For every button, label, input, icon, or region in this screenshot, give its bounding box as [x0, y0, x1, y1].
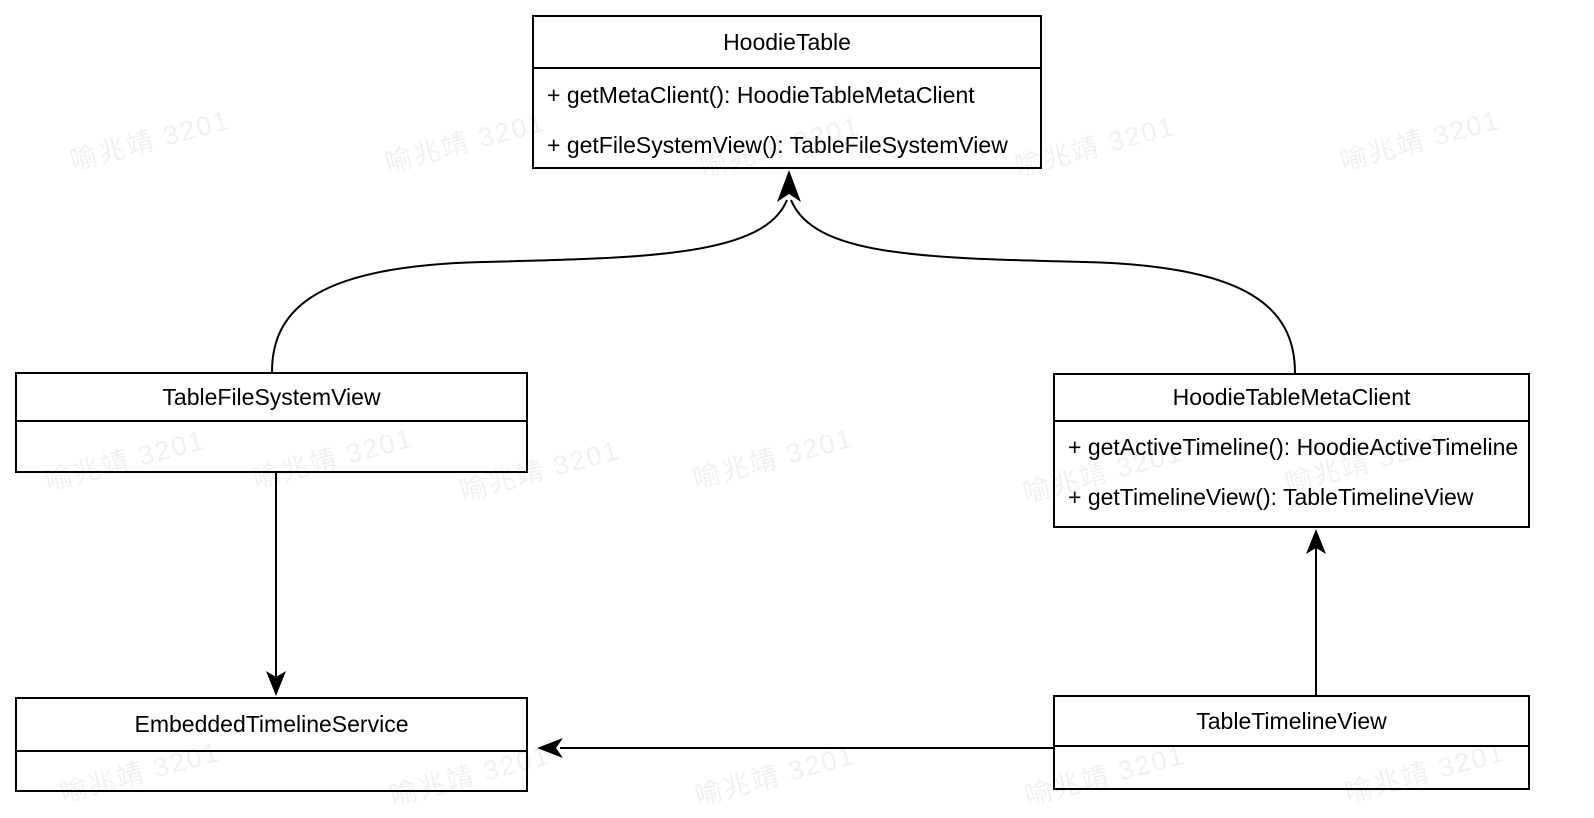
arrowhead-left-embeddedtimelineservice [537, 738, 563, 758]
connector-tabletimelineview-to-hoodietablemetaclient [1306, 529, 1326, 695]
class-box-tablefilesystemview: TableFileSystemView [15, 372, 528, 473]
connector-tablefilesystemview-to-hoodietable [271, 199, 788, 373]
class-box-hoodietablemetaclient: HoodieTableMetaClient + getActiveTimelin… [1053, 373, 1530, 528]
class-title-hoodietablemetaclient: HoodieTableMetaClient [1055, 375, 1528, 422]
class-title-label: TableFileSystemView [162, 383, 381, 410]
class-title-tablefilesystemview: TableFileSystemView [17, 374, 526, 422]
class-title-tabletimelineview: TableTimelineView [1055, 697, 1528, 747]
connector-tablefilesystemview-to-embeddedtimelineservice [266, 473, 286, 696]
arrowhead-up-hoodietablemetaclient [1306, 529, 1326, 554]
arrowhead-up-hoodietable [777, 170, 801, 202]
class-title-hoodietable: HoodieTable [534, 17, 1040, 69]
method-getmetaclient: + getMetaClient(): HoodieTableMetaClient [547, 81, 975, 108]
class-body-hoodietablemetaclient: + getActiveTimeline(): HoodieActiveTimel… [1055, 422, 1528, 522]
connector-hoodietablemetaclient-to-hoodietable [790, 199, 1296, 374]
class-box-tabletimelineview: TableTimelineView [1053, 695, 1530, 790]
method-getactivetimeline: + getActiveTimeline(): HoodieActiveTimel… [1068, 433, 1519, 460]
class-title-label: EmbeddedTimelineService [134, 711, 409, 737]
class-body-hoodietable: + getMetaClient(): HoodieTableMetaClient… [534, 70, 1040, 170]
connector-tabletimelineview-to-embeddedtimelineservice [537, 738, 1053, 758]
class-box-embeddedtimelineservice: EmbeddedTimelineService [15, 697, 528, 792]
method-getfilesystemview: + getFileSystemView(): TableFileSystemVi… [547, 131, 1008, 158]
class-title-label: HoodieTableMetaClient [1172, 384, 1411, 410]
arrowhead-down-embeddedtimelineservice [266, 671, 286, 696]
class-title-embeddedtimelineservice: EmbeddedTimelineService [17, 699, 526, 752]
method-gettimelineview: + getTimelineView(): TableTimelineView [1068, 483, 1474, 510]
class-title-label: HoodieTable [723, 28, 851, 55]
class-box-hoodietable: HoodieTable + getMetaClient(): HoodieTab… [532, 15, 1042, 169]
class-title-label: TableTimelineView [1196, 707, 1387, 734]
